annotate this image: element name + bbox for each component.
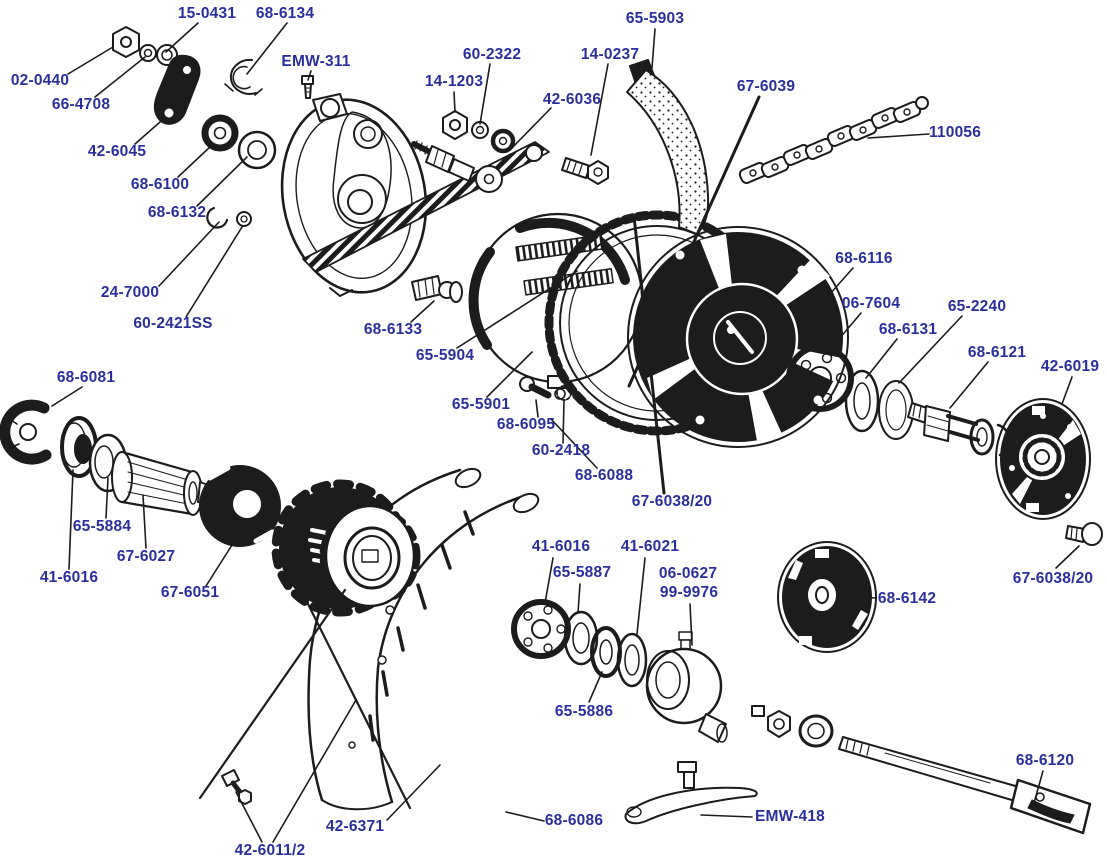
clip-24-7000 (206, 206, 229, 229)
label-42-6045: 42-6045 (87, 143, 147, 160)
label-68-6086: 68-6086 (544, 812, 604, 829)
label-41-6016-centre: 41-6016 (531, 538, 591, 555)
label-41-6021: 41-6021 (620, 538, 680, 555)
label-65-5887: 65-5887 (552, 564, 612, 581)
clip-68-6134 (224, 58, 263, 96)
label-68-6121: 68-6121 (967, 344, 1027, 361)
cush-rubber-67-6051 (199, 465, 281, 547)
brake-band-65-5903 (626, 59, 710, 235)
label-emw-311: EMW-311 (281, 53, 351, 70)
label-67-6038-20-lower: 67-6038/20 (1012, 570, 1094, 587)
label-68-6133: 68-6133 (363, 321, 423, 338)
washer-60-2322 (471, 121, 489, 139)
label-60-2418: 60-2418 (531, 442, 591, 459)
label-60-2421ss: 60-2421SS (133, 315, 213, 332)
label-06-7604: 06-7604 (841, 295, 901, 312)
label-68-6142: 68-6142 (877, 590, 937, 607)
label-42-6371: 42-6371 (325, 818, 385, 835)
label-14-0237: 14-0237 (580, 46, 640, 63)
label-99-9976: 99-9976 (659, 584, 719, 601)
label-24-7000: 24-7000 (100, 284, 160, 301)
washer-68-6131 (844, 369, 880, 433)
brake-rod-adjuster (411, 140, 503, 193)
bush-42-6036-end (490, 128, 516, 154)
lever-emw-418 (624, 761, 758, 825)
bearing-06-7604 (786, 344, 854, 412)
label-68-6081: 68-6081 (56, 369, 116, 386)
nut-14-1203 (442, 110, 468, 140)
label-68-6134: 68-6134 (255, 5, 315, 22)
drum-68-6142 (777, 541, 877, 653)
washer-60-2418 (556, 385, 572, 401)
label-42-6019: 42-6019 (1040, 358, 1100, 375)
label-42-6011-2: 42-6011/2 (234, 842, 306, 859)
drum-plate-42-6019 (995, 398, 1091, 520)
washer-68-6132 (237, 130, 277, 170)
retainer-65-2240 (878, 380, 914, 440)
bush-68-6100 (201, 114, 239, 152)
label-67-6038-20: 67-6038/20 (631, 493, 713, 510)
label-65-5884: 65-5884 (72, 518, 132, 535)
label-02-0440: 02-0440 (10, 72, 70, 89)
label-68-6131: 68-6131 (878, 321, 938, 338)
label-66-4708: 66-4708 (51, 96, 111, 113)
label-65-5901: 65-5901 (451, 396, 511, 413)
label-65-2240: 65-2240 (947, 298, 1007, 315)
washer-60-2421ss (236, 211, 252, 227)
label-emw-418: EMW-418 (755, 808, 825, 825)
label-67-6051: 67-6051 (160, 584, 220, 601)
label-68-6120: 68-6120 (1015, 752, 1075, 769)
bolt-emw-311 (301, 75, 314, 99)
security-bolt-42-6011 (221, 769, 252, 805)
washer-65-5887 (563, 610, 599, 666)
label-65-5886: 65-5886 (554, 703, 614, 720)
label-110056: 110056 (928, 124, 982, 141)
brake-anchor-plate (280, 93, 428, 297)
bearing-41-6016-centre (511, 599, 571, 659)
bolt-14-0237 (561, 157, 609, 185)
wheel-hub-centre (271, 479, 421, 617)
label-68-6100: 68-6100 (130, 176, 190, 193)
spacer-68-6121 (907, 402, 1011, 457)
nut-02-0440 (112, 26, 140, 58)
spindle-sleeve-67-6027 (111, 450, 217, 516)
axle-68-6120 (838, 736, 1092, 835)
drive-chain-110056 (738, 96, 929, 184)
rear-hub-drum-68-6116 (627, 226, 849, 448)
label-14-1203: 14-1203 (424, 73, 484, 90)
label-67-6027: 67-6027 (116, 548, 176, 565)
label-06-0627: 06-0627 (658, 565, 718, 582)
label-68-6116: 68-6116 (835, 250, 893, 267)
label-65-5904: 65-5904 (415, 347, 475, 364)
label-60-2322: 60-2322 (462, 46, 522, 63)
bolt-68-6133 (411, 275, 463, 303)
brake-lever-42-6045 (153, 54, 201, 125)
label-68-6132: 68-6132 (147, 204, 207, 221)
label-65-5903: 65-5903 (625, 10, 685, 27)
hub-cover-68-6081 (0, 399, 52, 465)
washer-41-6021 (616, 632, 648, 688)
axle-fittings (751, 705, 834, 748)
label-41-6016-left: 41-6016 (39, 569, 99, 586)
label-68-6095: 68-6095 (496, 416, 556, 433)
label-67-6039: 67-6039 (736, 78, 796, 95)
label-42-6036: 42-6036 (542, 91, 602, 108)
speedo-drive-99-9976 (645, 631, 728, 743)
bolt-67-6038-20-right (1065, 522, 1103, 546)
label-15-0431: 15-0431 (177, 5, 237, 22)
washer-66-4708 (139, 44, 157, 62)
spacer-65-5886 (590, 626, 622, 678)
label-68-6088: 68-6088 (574, 467, 634, 484)
